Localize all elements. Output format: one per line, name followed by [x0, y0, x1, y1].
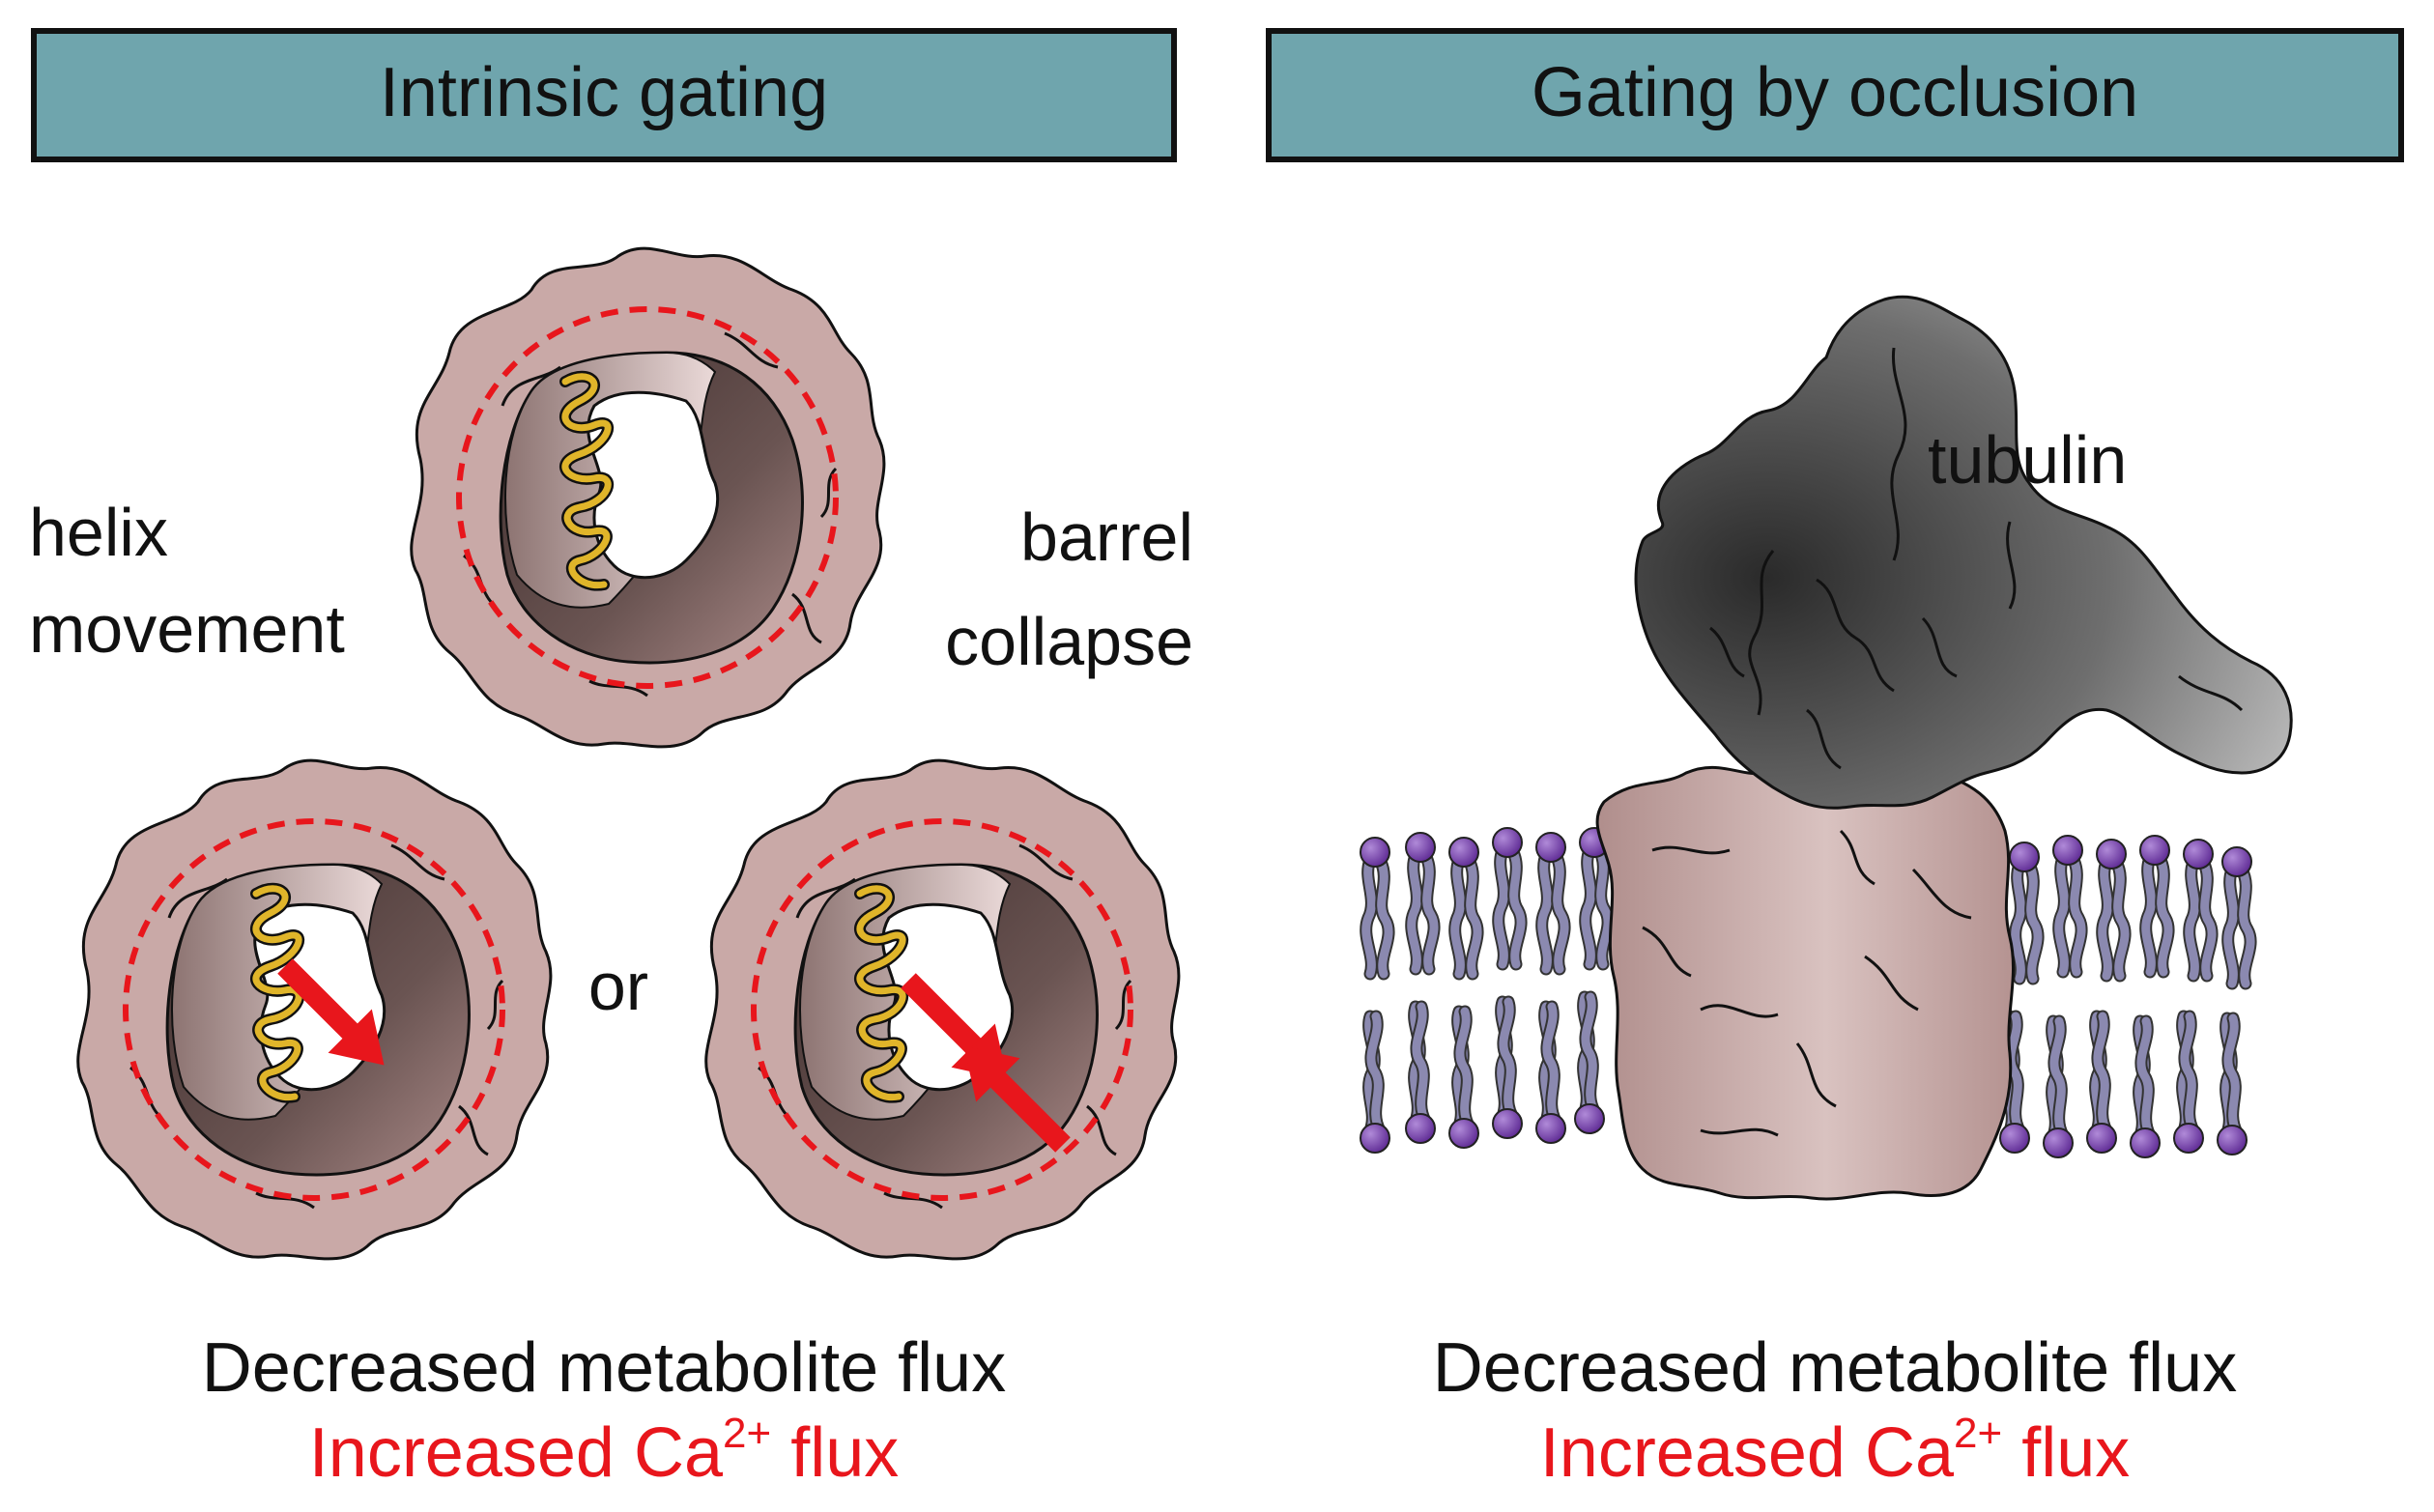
label-movement: movement: [29, 591, 345, 667]
label-collapse: collapse: [945, 604, 1193, 679]
caption-right-line2: Increased Ca2+ flux: [1540, 1410, 2130, 1492]
label-or: or: [588, 949, 648, 1024]
header-gating-by-occlusion: Gating by occlusion: [1266, 28, 2404, 162]
tubulin: [1634, 295, 2293, 810]
vdac-side-view: [1595, 758, 2016, 1201]
membrane-left: [1360, 828, 1609, 1153]
label-barrel: barrel: [1020, 499, 1193, 575]
caption-left-line1: Decreased metabolite flux: [202, 1329, 1006, 1407]
caption-right-line1: Decreased metabolite flux: [1433, 1329, 2237, 1407]
porin-helix-movement: [76, 758, 553, 1261]
caption-left-line2: Increased Ca2+ flux: [309, 1410, 899, 1492]
header-intrinsic-gating: Intrinsic gating: [31, 28, 1177, 162]
porin-barrel-collapse: [704, 758, 1181, 1261]
header-left-text: Intrinsic gating: [380, 54, 828, 131]
porin-open-top: [410, 246, 886, 749]
label-helix: helix: [29, 495, 168, 570]
label-tubulin: tubulin: [1928, 422, 2127, 498]
header-right-text: Gating by occlusion: [1532, 54, 2138, 131]
